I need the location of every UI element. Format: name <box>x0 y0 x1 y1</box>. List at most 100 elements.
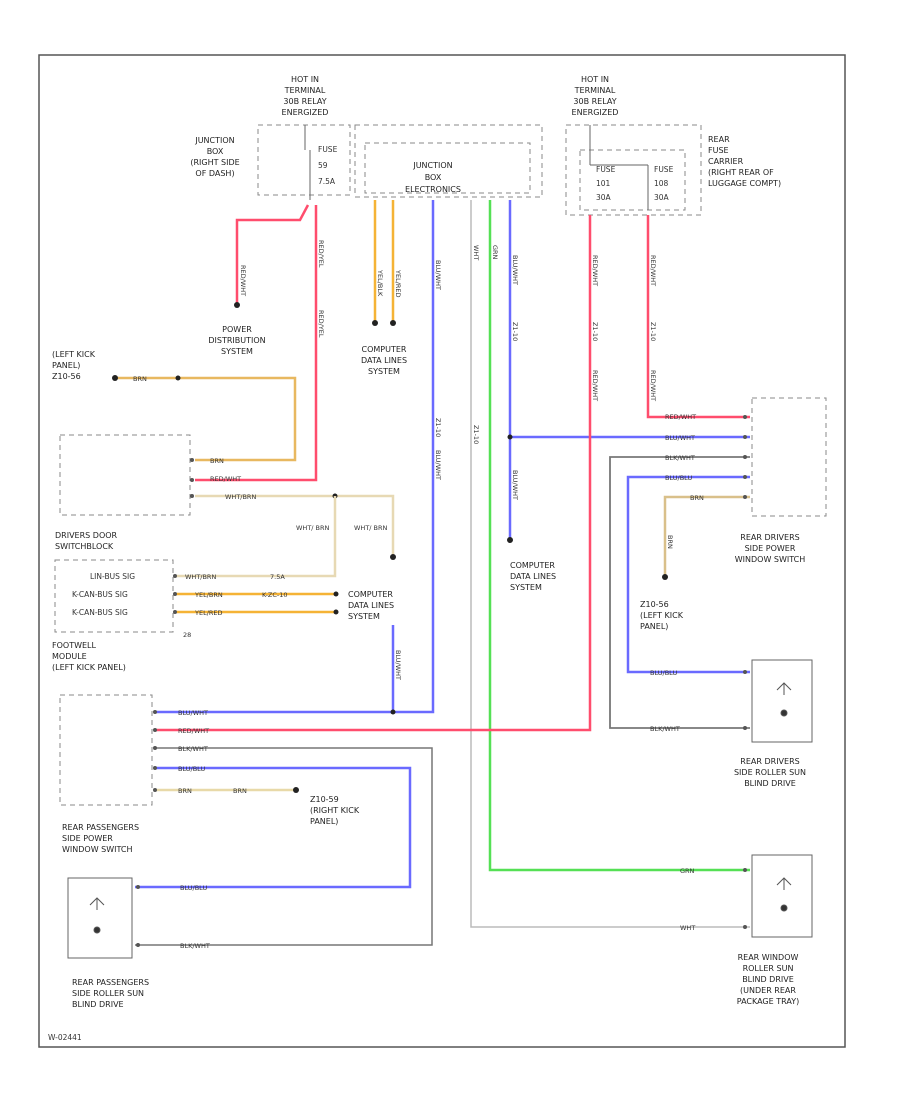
svg-text:WINDOW SWITCH: WINDOW SWITCH <box>62 845 133 854</box>
svg-text:RED/YEL: RED/YEL <box>317 310 325 338</box>
svg-text:REAR DRIVERS: REAR DRIVERS <box>740 757 799 766</box>
svg-text:BLIND DRIVE: BLIND DRIVE <box>72 1000 124 1009</box>
fuse-108-label: FUSE 108 30A <box>654 165 674 202</box>
svg-text:BLU/BLU: BLU/BLU <box>180 884 207 892</box>
wire-labels: RED/WHT RED/YEL RED/YEL YEL/BLK YEL/RED … <box>133 240 704 950</box>
svg-text:Z1-10: Z1-10 <box>472 425 480 444</box>
svg-text:HOT IN: HOT IN <box>291 75 319 84</box>
svg-text:PACKAGE TRAY): PACKAGE TRAY) <box>737 997 799 1006</box>
svg-text:LIN-BUS SIG: LIN-BUS SIG <box>90 572 135 581</box>
hot-in-left-label: HOT IN TERMINAL 30B RELAY ENERGIZED <box>282 75 329 117</box>
wire-whtbrn-ds <box>195 494 395 557</box>
svg-text:DISTRIBUTION: DISTRIBUTION <box>208 336 265 345</box>
svg-text:JUNCTION: JUNCTION <box>412 161 452 170</box>
svg-text:(RIGHT KICK: (RIGHT KICK <box>310 806 360 815</box>
z10-56-label: Z10-56 (LEFT KICK PANEL) <box>640 600 684 631</box>
svg-text:FUSE: FUSE <box>654 165 674 174</box>
svg-text:7.5A: 7.5A <box>318 177 336 186</box>
drivers-door-switch-label: DRIVERS DOOR SWITCHBLOCK <box>55 531 118 551</box>
svg-text:SYSTEM: SYSTEM <box>368 367 400 376</box>
svg-text:BRN: BRN <box>178 787 192 795</box>
svg-text:SYSTEM: SYSTEM <box>221 347 253 356</box>
left-kick-panel-label: (LEFT KICK PANEL) Z10-56 <box>52 350 96 381</box>
rear-drivers-sunblind-box <box>751 659 813 743</box>
rear-pass-switch-outline <box>59 694 153 806</box>
left-kick-terminal-a <box>112 375 118 381</box>
svg-text:HOT IN: HOT IN <box>581 75 609 84</box>
hot-in-right-label: HOT IN TERMINAL 30B RELAY ENERGIZED <box>572 75 619 117</box>
svg-text:K-CAN-BUS SIG: K-CAN-BUS SIG <box>72 590 128 599</box>
svg-text:(LEFT KICK: (LEFT KICK <box>640 611 684 620</box>
svg-text:WHT/BRN: WHT/BRN <box>225 493 256 501</box>
svg-text:BRN: BRN <box>133 375 147 383</box>
wire-blkwht-rear-sunblind <box>609 456 750 729</box>
svg-text:FUSE: FUSE <box>318 145 338 154</box>
rear-fuse-carrier-label: REAR FUSE CARRIER (RIGHT REAR OF LUGGAGE… <box>708 135 781 188</box>
svg-text:30B RELAY: 30B RELAY <box>573 97 616 106</box>
svg-text:POWER: POWER <box>222 325 252 334</box>
rear-pass-switch-label: REAR PASSENGERS SIDE POWER WINDOW SWITCH <box>62 823 139 854</box>
wire-white-rear-window <box>470 200 750 928</box>
connector-pins <box>136 415 747 947</box>
svg-text:BLK/WHT: BLK/WHT <box>650 725 680 733</box>
wire-brn-rear-switch <box>663 495 750 577</box>
junction-box-center-outline <box>354 124 543 198</box>
fuse-symbols <box>304 125 649 210</box>
wire-red-drivers-switch <box>195 205 318 482</box>
svg-text:ROLLER SUN: ROLLER SUN <box>743 964 794 973</box>
svg-text:7.5A: 7.5A <box>270 573 285 581</box>
cdl2-terminal <box>507 537 513 543</box>
svg-text:RED/YEL: RED/YEL <box>317 240 325 268</box>
fuse-59-label: FUSE 59 7.5A <box>318 145 338 186</box>
svg-text:SYSTEM: SYSTEM <box>348 612 380 621</box>
svg-text:ELECTRONICS: ELECTRONICS <box>405 185 461 194</box>
fuse-101-label: FUSE 101 30A <box>596 165 616 202</box>
svg-text:59: 59 <box>318 161 328 170</box>
wire-whtbrn-fw <box>175 496 337 578</box>
svg-text:REAR PASSENGERS: REAR PASSENGERS <box>72 978 149 987</box>
svg-text:BLU/WHT: BLU/WHT <box>665 434 695 442</box>
svg-text:FOOTWELL: FOOTWELL <box>52 641 97 650</box>
cdl3-terminal-a <box>333 591 339 597</box>
z10-56-terminal <box>662 574 668 580</box>
svg-text:FUSE: FUSE <box>596 165 616 174</box>
svg-text:DATA LINES: DATA LINES <box>348 601 394 610</box>
svg-text:OF DASH): OF DASH) <box>195 169 234 178</box>
junction-box-left-label: JUNCTION BOX (RIGHT SIDE OF DASH) <box>190 136 239 178</box>
svg-text:BLU/WHT: BLU/WHT <box>511 470 519 500</box>
rear-drivers-sunblind-motor-icon <box>776 682 792 717</box>
power-dist-terminal <box>234 302 240 308</box>
svg-text:BLU/WHT: BLU/WHT <box>178 709 208 717</box>
svg-text:RED/WHT: RED/WHT <box>649 370 657 401</box>
svg-text:K-ZC-10: K-ZC-10 <box>262 591 288 599</box>
rear-pass-sunblind-box <box>67 877 133 959</box>
svg-text:Z1-10: Z1-10 <box>511 322 519 341</box>
junction-box-center-inner <box>364 142 531 194</box>
svg-text:(RIGHT SIDE: (RIGHT SIDE <box>190 158 239 167</box>
svg-text:DATA LINES: DATA LINES <box>510 572 556 581</box>
svg-text:BRN: BRN <box>666 535 674 549</box>
cdl1-terminal-a <box>372 320 378 326</box>
wire-blublu-rear-sunblind <box>626 475 750 674</box>
wire-red-power-dist <box>235 204 310 305</box>
svg-text:30A: 30A <box>596 193 612 202</box>
svg-text:BLU/WHT: BLU/WHT <box>434 450 442 480</box>
svg-text:SIDE POWER: SIDE POWER <box>745 544 796 553</box>
svg-text:BOX: BOX <box>425 173 442 182</box>
svg-text:FUSE: FUSE <box>708 146 729 155</box>
svg-text:TERMINAL: TERMINAL <box>284 86 326 95</box>
rear-window-sunblind-box <box>751 854 813 938</box>
svg-text:Z10-56: Z10-56 <box>52 372 81 381</box>
svg-text:ENERGIZED: ENERGIZED <box>572 108 619 117</box>
svg-text:BLU/WHT: BLU/WHT <box>394 650 402 680</box>
svg-text:BLK/WHT: BLK/WHT <box>180 942 210 950</box>
computer-data-lines-3-label: COMPUTER DATA LINES SYSTEM <box>348 590 394 621</box>
footwell-module-label: FOOTWELL MODULE (LEFT KICK PANEL) <box>52 641 126 672</box>
computer-data-lines-1-label: COMPUTER DATA LINES SYSTEM <box>361 345 407 376</box>
svg-text:RED/WHT: RED/WHT <box>591 255 599 286</box>
svg-text:RED/WHT: RED/WHT <box>665 413 696 421</box>
drivers-door-switch-outline <box>59 434 191 516</box>
splice-blue <box>507 434 513 440</box>
junction-box-center-label: JUNCTION BOX ELECTRONICS <box>405 161 461 194</box>
